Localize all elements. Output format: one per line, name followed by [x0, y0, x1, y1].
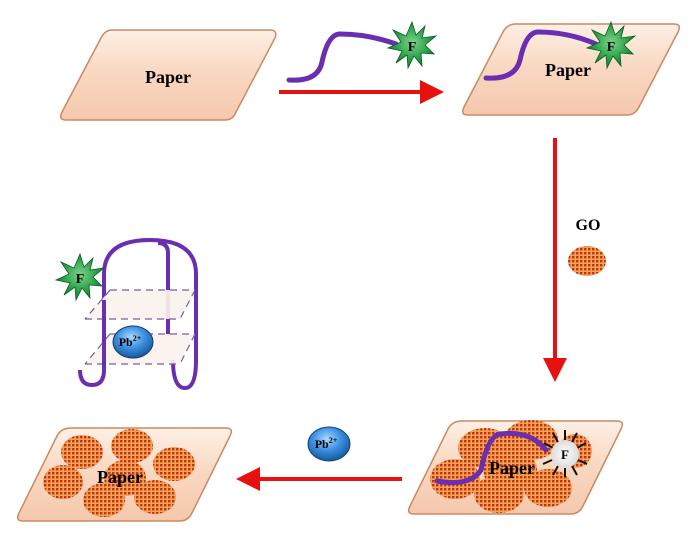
svg-text:F: F — [561, 447, 569, 462]
paper-label-step2: Paper — [545, 60, 591, 80]
paper-step2: Paper F — [461, 20, 681, 116]
fluorophore-on-icon: F — [54, 252, 106, 302]
go-sheet-icon — [568, 246, 606, 276]
go-sheets-step4 — [43, 429, 195, 517]
g-quadruplex-complex: Pb2+ F — [54, 237, 198, 391]
svg-text:F: F — [76, 272, 85, 287]
pb-ion-label: Pb2+ — [315, 436, 338, 451]
dna-probe-free: F — [286, 20, 438, 83]
paper-label-step3: Paper — [489, 458, 535, 478]
paper-step1: Paper — [59, 29, 277, 121]
fluorophore-quenched-icon: F — [542, 430, 588, 477]
pb-ion-reagent: Pb2+ — [307, 426, 351, 462]
svg-text:F: F — [607, 40, 616, 55]
fluorophore-on-icon: F — [585, 20, 637, 70]
pb-ion-bound: Pb2+ — [112, 325, 154, 359]
fluorophore-on-icon: F — [386, 20, 438, 70]
go-reagent-label: GO — [576, 217, 601, 234]
paper-label-step4: Paper — [97, 467, 143, 487]
svg-text:Pb2+: Pb2+ — [119, 334, 142, 349]
fluorophore-label: F — [408, 40, 417, 55]
paper-step3: Paper F — [407, 420, 624, 515]
paper-label-step1: Paper — [145, 67, 191, 87]
paper-step4: Paper — [16, 427, 233, 522]
